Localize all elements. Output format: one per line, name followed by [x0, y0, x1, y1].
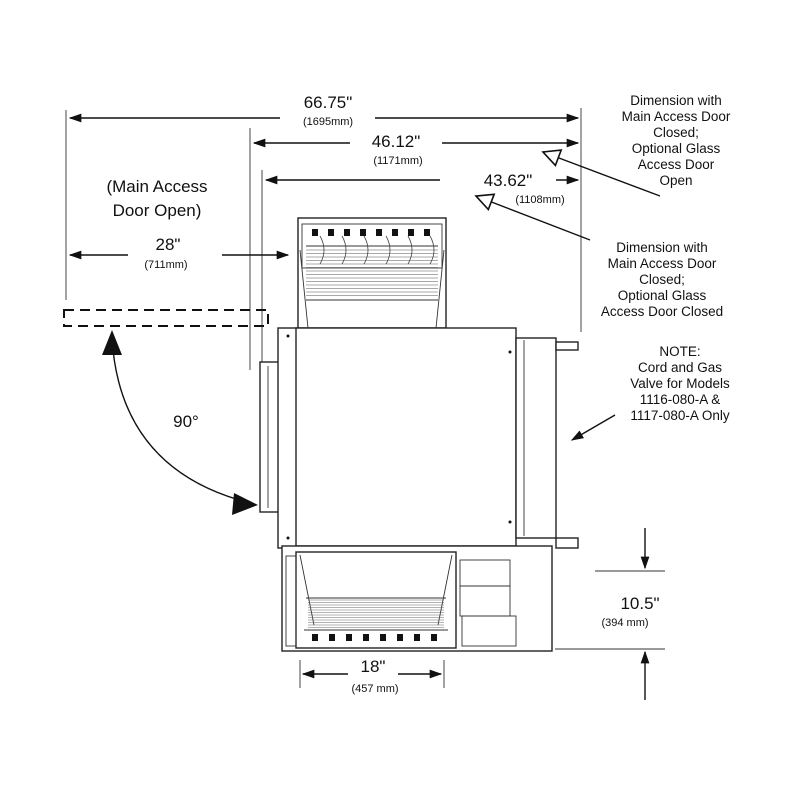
angle-label: 90°: [173, 412, 199, 431]
grille-knob: [329, 634, 335, 641]
right-fitting-bottom: [555, 537, 579, 549]
dim-side-offset-metric: (394 mm): [601, 617, 648, 629]
svg-text:NOTE:: NOTE:: [659, 344, 700, 359]
svg-text:Dimension with: Dimension with: [616, 240, 708, 255]
dim-closed-glass-closed-metric: (1108mm): [515, 194, 564, 206]
svg-text:Closed;: Closed;: [653, 125, 699, 140]
grille-curve: [319, 235, 325, 265]
svg-text:(Main Access: (Main Access: [106, 177, 207, 196]
swing-arrow-right: [232, 493, 258, 515]
open-door-outline: [63, 309, 269, 327]
dim-side-offset-value: 10.5": [620, 594, 659, 613]
svg-text:Valve for Models: Valve for Models: [630, 376, 730, 391]
dim-door-swing: 28" (711mm): [68, 235, 290, 271]
svg-text:1116-080-A &: 1116-080-A &: [640, 392, 721, 407]
grille-curve: [363, 235, 369, 265]
right-fitting-top: [555, 341, 579, 351]
svg-text:1117-080-A Only: 1117-080-A Only: [630, 408, 730, 423]
dim-door-swing-value: 28": [156, 235, 181, 254]
bottom-grille: [281, 545, 553, 652]
svg-text:Open: Open: [659, 173, 692, 188]
svg-text:Cord and Gas: Cord and Gas: [638, 360, 722, 375]
top-knobs: [312, 229, 430, 236]
grille-curve: [407, 235, 413, 265]
cord-pointer: [570, 414, 616, 441]
grille-knob: [424, 229, 430, 236]
svg-text:Access Door: Access Door: [638, 157, 715, 172]
glass-closed-note: Dimension with Main Access Door Closed; …: [601, 240, 723, 319]
swing-arrow-up: [102, 330, 122, 355]
svg-text:Optional Glass: Optional Glass: [618, 288, 707, 303]
svg-text:Door Open): Door Open): [113, 201, 202, 220]
svg-text:Optional Glass: Optional Glass: [632, 141, 721, 156]
dim-closed-glass-closed-value: 43.62": [484, 171, 533, 190]
grille-curve: [385, 235, 391, 265]
dim-side-offset: 10.5" (394 mm): [555, 528, 665, 700]
swing-arc: [111, 337, 251, 504]
grille-knob: [346, 634, 352, 641]
dim-bottom-width-metric: (457 mm): [351, 683, 398, 695]
glass-open-pointer: [543, 152, 661, 197]
svg-text:Main Access Door: Main Access Door: [622, 109, 731, 124]
bottom-slats: [308, 599, 444, 628]
top-grille: [297, 217, 447, 329]
dim-overall-open-value: 66.75": [304, 93, 353, 112]
dim-door-swing-metric: (711mm): [144, 259, 187, 271]
grille-knob: [344, 229, 350, 236]
dim-closed-glass-open-value: 46.12": [372, 132, 421, 151]
grille-knob: [397, 634, 403, 641]
dim-closed-glass-open: 46.12" (1171mm): [249, 128, 580, 370]
svg-text:Dimension with: Dimension with: [630, 93, 722, 108]
grille-knob: [328, 229, 334, 236]
cord-note: NOTE: Cord and Gas Valve for Models 1116…: [630, 344, 730, 423]
door-open-label: (Main Access Door Open): [106, 177, 207, 220]
svg-text:Closed;: Closed;: [639, 272, 685, 287]
grille-knob: [431, 634, 437, 641]
glass-open-note: Dimension with Main Access Door Closed; …: [622, 93, 731, 188]
top-slats: [306, 235, 438, 296]
grille-knob: [414, 634, 420, 641]
grille-knob: [360, 229, 366, 236]
grille-knob: [392, 229, 398, 236]
dim-closed-glass-open-metric: (1171mm): [373, 155, 422, 167]
side-door-panel: [259, 361, 281, 513]
grille-knob: [408, 229, 414, 236]
dim-overall-open: 66.75" (1695mm): [65, 93, 580, 300]
grille-knob: [312, 634, 318, 641]
left-hinge-panel: [277, 327, 299, 549]
grille-knob: [363, 634, 369, 641]
grille-curve: [341, 235, 347, 265]
glass-closed-pointer: [476, 196, 591, 241]
svg-text:Main Access Door: Main Access Door: [608, 256, 717, 271]
dim-closed-glass-closed: 43.62" (1108mm): [261, 170, 580, 370]
dim-overall-open-metric: (1695mm): [303, 116, 353, 128]
dim-bottom-width-value: 18": [361, 657, 386, 676]
grille-knob: [312, 229, 318, 236]
right-side-panel: [515, 337, 557, 539]
dim-bottom-width: 18" (457 mm): [299, 657, 445, 695]
grille-knob: [380, 634, 386, 641]
grille-curve: [429, 235, 435, 265]
grille-knob: [376, 229, 382, 236]
bottom-knobs: [312, 634, 437, 641]
svg-text:Access Door Closed: Access Door Closed: [601, 304, 723, 319]
main-cabinet: [295, 327, 517, 547]
appliance-drawing: [259, 217, 579, 652]
